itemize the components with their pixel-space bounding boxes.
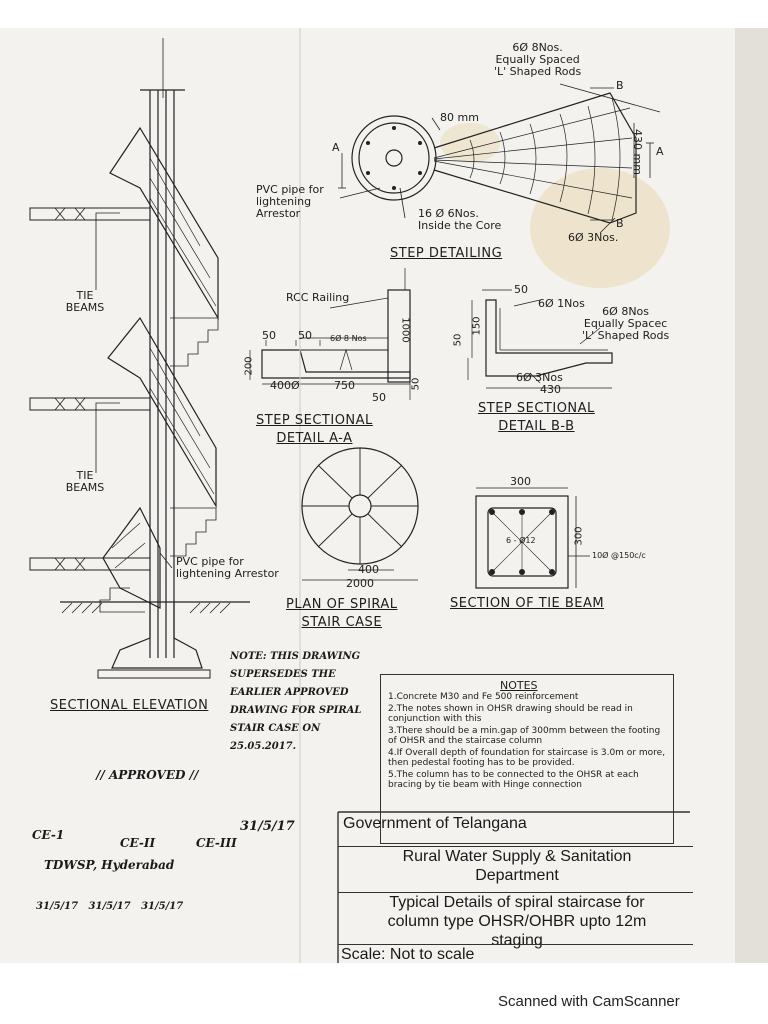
bb-rods-label: 6Ø 8Nos Equally Spacec 'L' Shaped Rods [582, 305, 670, 342]
signature-office: TDWSP, Hyderabad [44, 858, 175, 872]
handwritten-note: NOTE: THIS DRAWING SUPERSEDES THE EARLIE… [230, 651, 362, 752]
bb-bar-1: 6Ø 1Nos [538, 297, 585, 310]
tie-stirrups-label: 10Ø @150c/c [592, 551, 646, 560]
tie-dim-300: 300 [510, 475, 531, 488]
notes-box [380, 674, 674, 844]
title-block-frame [337, 811, 690, 963]
aa-dim-200: 200 [243, 356, 255, 376]
pvc-pipe-label: PVC pipe for lightening Arrestor [176, 555, 279, 580]
tie-dim-300: 300 [573, 526, 585, 546]
note-item: 4.If Overall depth of foundation for sta… [388, 747, 666, 769]
step-core-label: 16 Ø 6Nos. Inside the Core [418, 207, 502, 232]
step-dim-80: 80 mm [440, 111, 479, 124]
section-bb-drawing [467, 289, 613, 389]
notes-list: 1.Concrete M30 and Fe 500 reinforcement … [388, 692, 670, 792]
sheet-edge-shadow [735, 28, 768, 963]
drawing-sheet: TIE BEAMS TIE BEAMS PVC pipe for lighten… [0, 28, 768, 963]
step-dim-430: 430 mm [630, 129, 644, 175]
section-bb-title: STEP SECTIONAL DETAIL B-B [478, 401, 595, 434]
bb-dim-50: 50 [452, 333, 464, 347]
step-detailing-drawing [338, 83, 661, 234]
approved-stamp: // APPROVED // [96, 768, 199, 782]
tie-beam-title: SECTION OF TIE BEAM [450, 596, 605, 611]
section-aa-title: STEP SECTIONAL DETAIL A-A [256, 413, 373, 446]
engineering-drawing [29, 28, 768, 963]
signature-dates-row: 31/5/17 31/5/17 31/5/17 [36, 901, 184, 912]
notes-title: NOTES [500, 679, 538, 692]
rcc-railing-label: RCC Railing [286, 291, 350, 304]
title-block-scale: Scale: Not to scale [338, 944, 693, 964]
step-rods-label: 6Ø 8Nos. Equally Spaced 'L' Shaped Rods [494, 41, 582, 78]
paper-stain [530, 168, 670, 288]
aa-dim-50: 50 [262, 329, 276, 342]
section-mark-b: B [616, 217, 624, 230]
sectional-elevation-title: SECTIONAL ELEVATION [50, 698, 209, 713]
tie-beams-label: TIE BEAMS [65, 469, 105, 494]
signature-ce1: CE-1 [32, 828, 65, 842]
note-item: 1.Concrete M30 and Fe 500 reinforcement [388, 692, 579, 702]
aa-dim-1000: 1000 [399, 317, 411, 343]
step-pvc-label: PVC pipe for lightening Arrestor [256, 183, 324, 220]
plan-dim-2000: 2000 [346, 577, 374, 590]
plan-dim-400: 400 [358, 563, 379, 576]
step-bars-label: 6Ø 3Nos. [568, 231, 619, 244]
aa-dim-50: 50 [298, 329, 312, 342]
title-block-description: Typical Details of spiral staircase for … [338, 892, 693, 949]
tie-bars-label: 6 - Ø12 [506, 536, 536, 545]
bb-bars-3: 6Ø 3Nos [516, 371, 563, 384]
title-block-government: Government of Telangana [343, 815, 527, 832]
plan-drawing [301, 447, 419, 581]
aa-dim-50: 50 [410, 377, 422, 391]
step-detailing-title: STEP DETAILING [390, 246, 503, 261]
note-item: 5.The column has to be connected to the … [388, 769, 639, 791]
aa-dim-400: 400Ø [270, 379, 300, 392]
tie-beams-label: TIE BEAMS [65, 289, 105, 314]
title-block-department: Rural Water Supply & Sanitation Departme… [338, 846, 693, 891]
section-mark-a: A [332, 141, 340, 154]
aa-dim-750: 750 [334, 379, 355, 392]
aa-dim-50: 50 [372, 391, 386, 404]
sectional-elevation-drawing [29, 38, 250, 679]
plan-title: PLAN OF SPIRAL STAIR CASE [286, 597, 398, 630]
section-mark-b: B [616, 79, 624, 92]
note-item: 2.The notes shown in OHSR drawing should… [388, 703, 633, 725]
signature-ce3: CE-III [196, 836, 237, 850]
tie-beam-drawing [475, 487, 590, 589]
signature-date: 31/5/17 [240, 819, 295, 834]
aa-bars-label: 6Ø 8 Nos [330, 334, 367, 343]
bb-dim-430: 430 [540, 383, 561, 396]
signature-ce2: CE-II [120, 836, 156, 850]
note-item: 3.There should be a min.gap of 300mm bet… [388, 725, 661, 747]
camscanner-watermark: Scanned with CamScanner [498, 993, 680, 1010]
section-mark-a: A [656, 145, 664, 158]
bb-dim-50: 50 [514, 283, 528, 296]
bb-dim-150: 150 [471, 316, 483, 336]
